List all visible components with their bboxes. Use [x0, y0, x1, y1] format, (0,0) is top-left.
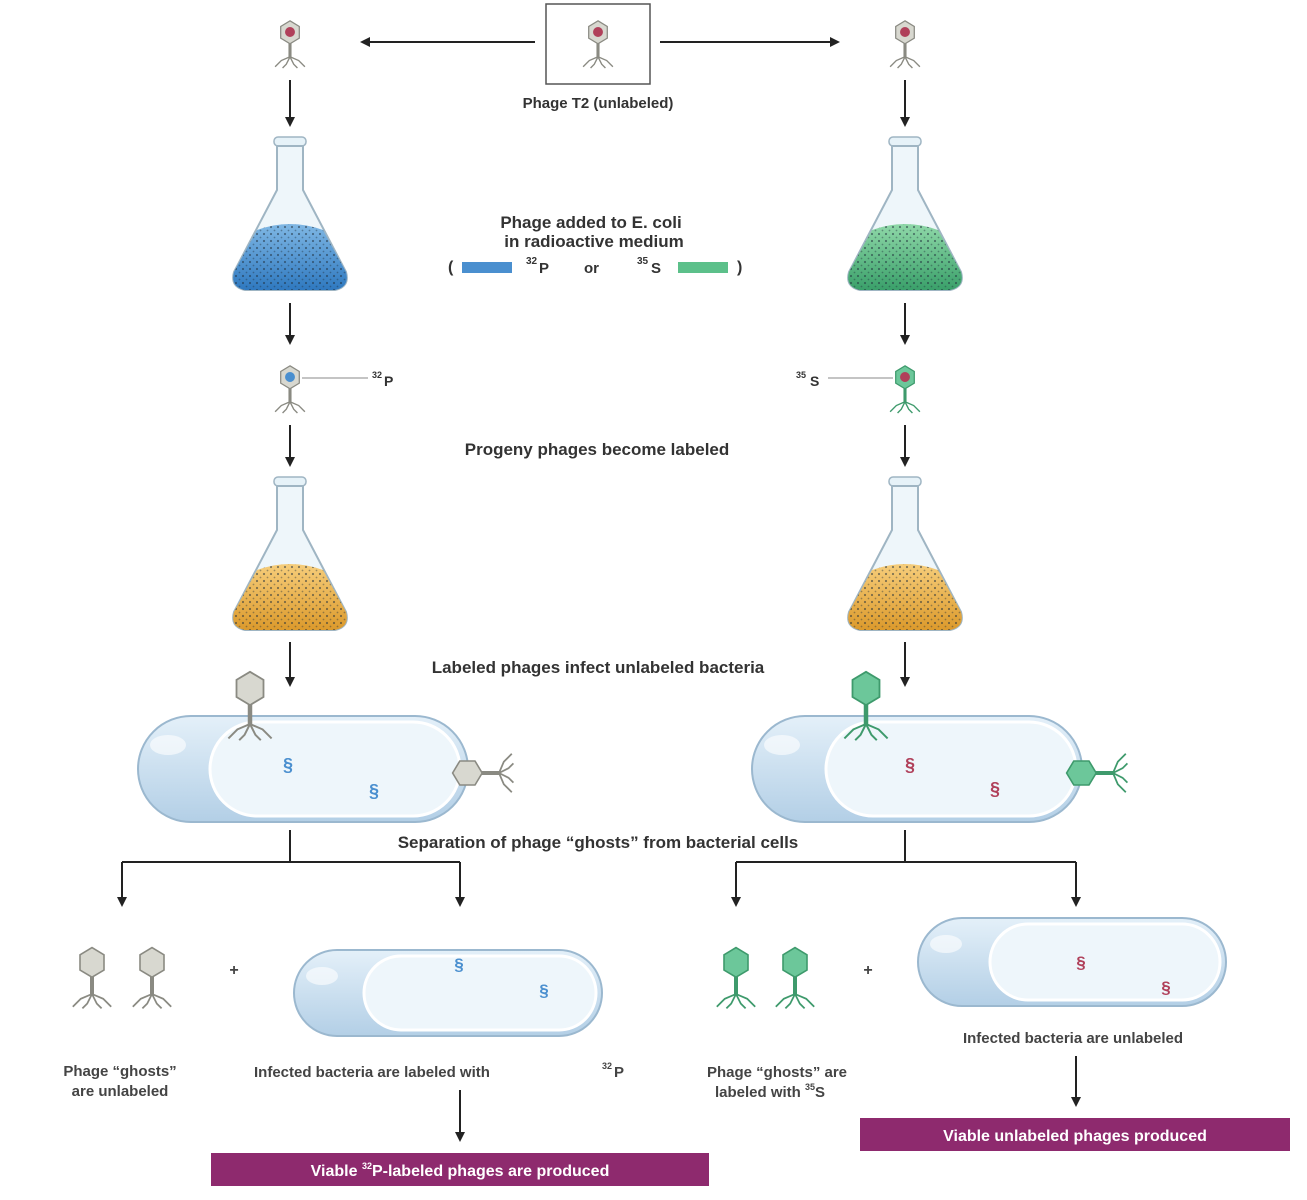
bacterium-labeled-left: [293, 949, 603, 1037]
banner-right: [860, 1118, 1290, 1151]
phage-icon-ghost-left-2: [133, 948, 171, 1009]
phage-icon-top-center: [581, 19, 615, 70]
dna-icon-red-2: §: [990, 779, 1000, 799]
phage-icon-ghost-left-1: [73, 948, 111, 1009]
dna-icon-red-4: §: [1161, 978, 1170, 997]
branch-right: [731, 830, 1081, 907]
label-p32-el: P: [384, 373, 393, 389]
flask-unlabeled-left: [232, 476, 348, 631]
label-s35-mass: 35: [796, 370, 806, 380]
legend-s35-el: S: [651, 260, 661, 277]
bacterium-infected-left: [137, 715, 469, 823]
ghosts-right-line1: Phage “ghosts” are: [707, 1064, 847, 1081]
medium-line1: Phage added to E. coli: [500, 213, 681, 232]
bacterium-infected-right: [751, 715, 1083, 823]
branch-left: [117, 830, 465, 907]
legend-close-paren: ): [737, 259, 742, 276]
bacteria-left-el: P: [614, 1064, 624, 1081]
phage-icon-top-left: [273, 19, 307, 70]
dna-icon-blue-1: §: [283, 755, 293, 775]
dna-icon-blue-4: §: [539, 981, 548, 1000]
legend-p32-mass: 32: [526, 256, 538, 267]
bacterium-unlabeled-right: [917, 917, 1227, 1007]
dna-icon-blue-2: §: [369, 781, 379, 801]
phage-icon-p32-labeled: [273, 364, 307, 415]
legend-or: or: [584, 260, 599, 277]
legend-s35-mass: 35: [637, 256, 649, 267]
bacteria-left-text: Infected bacteria are labeled with: [254, 1064, 490, 1081]
phage-icon-ghost-right-2: [776, 948, 814, 1009]
flask-s35: [847, 136, 963, 291]
phage-icon-top-right: [888, 19, 922, 70]
label-s35-el: S: [810, 373, 819, 389]
infect-label: Labeled phages infect unlabeled bacteria: [432, 658, 765, 677]
dna-icon-red-1: §: [905, 755, 915, 775]
banner-left-text: Viable 32P-labeled phages are produced: [311, 1161, 610, 1180]
legend-p32-el: P: [539, 260, 549, 277]
plus-left: +: [229, 962, 238, 979]
medium-line2: in radioactive medium: [504, 232, 684, 251]
flask-p32: [232, 136, 348, 291]
banner-left: [211, 1153, 709, 1186]
bacteria-left-mass: 32: [602, 1061, 612, 1071]
flask-unlabeled-right: [847, 476, 963, 631]
title-label: Phage T2 (unlabeled): [523, 95, 674, 112]
phage-icon-ghost-right-1: [717, 948, 755, 1009]
legend-open-paren: (: [448, 259, 454, 276]
phage-icon-s35-labeled: [888, 364, 922, 415]
progeny-label: Progeny phages become labeled: [465, 440, 730, 459]
ghosts-right-line2: labeled with 35S: [715, 1082, 825, 1101]
legend-swatch-p32: [462, 262, 512, 273]
ghosts-left-line1: Phage “ghosts”: [63, 1063, 176, 1080]
plus-right: +: [863, 962, 872, 979]
bacteria-right-text: Infected bacteria are unlabeled: [963, 1030, 1183, 1047]
legend-swatch-s35: [678, 262, 728, 273]
label-p32-mass: 32: [372, 370, 382, 380]
ghosts-left-line2: are unlabeled: [72, 1083, 169, 1100]
separation-label: Separation of phage “ghosts” from bacter…: [398, 833, 799, 852]
banner-right-text: Viable unlabeled phages produced: [943, 1128, 1207, 1145]
dna-icon-red-3: §: [1076, 953, 1085, 972]
dna-icon-blue-3: §: [454, 955, 463, 974]
